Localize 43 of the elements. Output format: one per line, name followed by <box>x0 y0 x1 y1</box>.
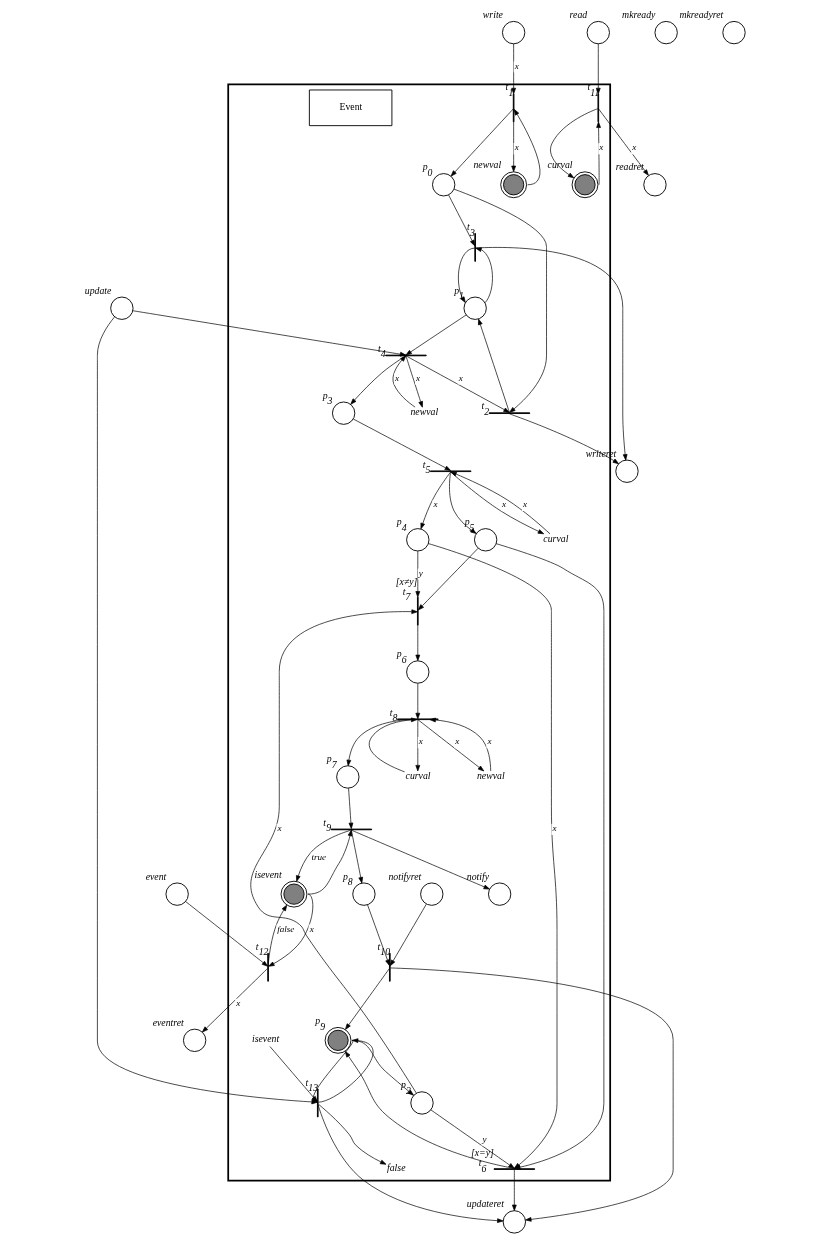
edge-label: x <box>514 60 519 71</box>
node-label: event <box>145 870 166 882</box>
node-label: mkready <box>621 9 655 21</box>
edge-label: x <box>458 372 463 383</box>
edge-label: x <box>598 142 603 153</box>
edge-label: x <box>501 499 506 510</box>
node-label: [x≠y] <box>395 575 417 587</box>
edge-label: x <box>415 372 420 383</box>
edge-label: false <box>276 923 294 934</box>
edge-label: x <box>631 142 636 153</box>
edge-label: x <box>394 372 399 383</box>
node-label: mkreadyret <box>678 9 723 21</box>
node-text: isevent <box>251 1033 279 1045</box>
edge-label: x <box>454 736 459 747</box>
node-label: eventret <box>152 1016 184 1028</box>
edge-label: y <box>418 567 423 578</box>
node-text: newval <box>409 406 438 418</box>
edge-label: x <box>551 823 556 834</box>
node-label: [x=y] <box>470 1147 494 1159</box>
node-label: updateret <box>466 1198 504 1210</box>
node-label: readret <box>615 161 644 173</box>
edge-label: x <box>522 499 527 510</box>
edge-label: x <box>277 823 282 834</box>
edge-label: x <box>418 736 423 747</box>
edge-label: x <box>235 998 240 1008</box>
node-label: write <box>482 9 503 21</box>
node-label: curval <box>547 159 573 171</box>
edge-label: y <box>482 1133 487 1144</box>
node-text: curval <box>405 769 431 781</box>
node-label: notify <box>466 870 489 882</box>
edge-label: x <box>309 923 314 934</box>
node-label: newval <box>472 159 501 171</box>
edge-label: x <box>433 499 438 510</box>
node-label: update <box>84 284 111 296</box>
node-text: newval <box>476 769 505 781</box>
node-text: curval <box>542 532 568 544</box>
node-text: false <box>386 1161 405 1173</box>
edge-label: true <box>310 851 326 862</box>
node-label: read <box>569 9 587 21</box>
edge-label: x <box>514 142 519 153</box>
node-label: notifyret <box>387 870 421 882</box>
node-label: isevent <box>253 868 282 880</box>
edge-label: x <box>486 736 491 747</box>
